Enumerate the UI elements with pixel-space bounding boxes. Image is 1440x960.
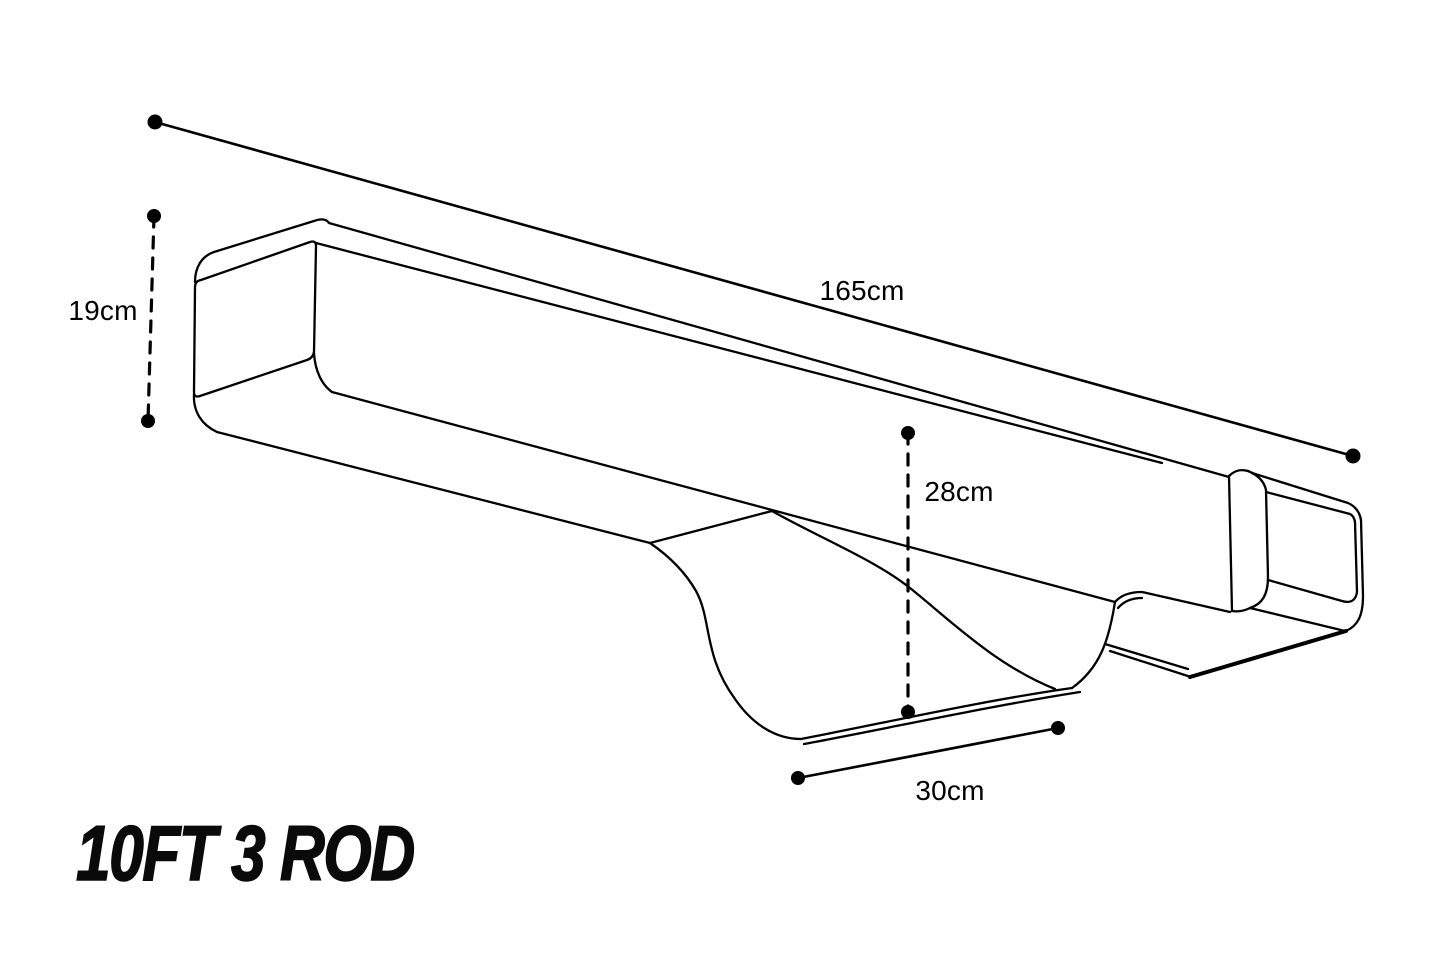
box-corner-band-bottom-arc — [1230, 606, 1252, 613]
box-top-outer-edge — [1250, 471, 1363, 522]
end-height-dimension-label: 19cm — [68, 295, 138, 326]
box-bottom-crease — [1248, 606, 1347, 633]
box-corner-band-outer — [1227, 474, 1234, 613]
bottom-strip-upper — [1103, 642, 1190, 671]
pouch-width-dimension-label: 30cm — [915, 775, 985, 806]
product-title: 10FT 3 ROD — [75, 809, 415, 897]
pouch-hump-arc-inner — [1116, 596, 1144, 610]
end-cap-bottom-arc — [192, 392, 219, 434]
dimension-line-length — [147, 114, 1361, 464]
pouch-hump-arc — [1113, 590, 1144, 604]
pouch-left-curve — [648, 541, 803, 741]
dimension-endpoint-dot — [901, 426, 915, 440]
tube-bottom-edge-right — [1140, 590, 1232, 614]
end-cap-top-arc — [193, 250, 216, 284]
dimension-endpoint-dot — [147, 114, 163, 130]
pouch-bottom-edge-lower — [802, 690, 1082, 746]
length-dimension-label: 165cm — [819, 275, 905, 306]
box-right-outer-edge — [1344, 518, 1365, 633]
box-right-inner-edge — [1353, 520, 1359, 594]
box-corner-band-top-arc — [1227, 468, 1250, 478]
dimension-endpoint-dot — [791, 771, 805, 785]
holdall-pouch — [648, 509, 1232, 746]
dimension-line-end-height — [141, 209, 161, 428]
dimension-line-pouch-width — [791, 721, 1065, 785]
end-cap-front-corner-arc — [312, 351, 334, 394]
pouch-right-curve — [1070, 600, 1117, 690]
pouch-fold-edge — [648, 509, 774, 545]
end-cap-face — [192, 240, 318, 398]
dimension-endpoint-dot — [141, 414, 155, 428]
bottom-strip-lower — [1108, 649, 1193, 679]
holdall-right-end-box — [1188, 468, 1365, 679]
holdall-main-tube — [212, 218, 1231, 604]
holdall-left-end-cap — [192, 240, 334, 434]
dimension-endpoint-dot — [901, 705, 915, 719]
dimension-endpoint-dot — [147, 209, 161, 223]
tube-top-outer-edge — [212, 218, 1231, 479]
tube-bottom-outer-edge — [215, 430, 652, 545]
pouch-drop-dimension-label: 28cm — [924, 476, 994, 507]
tube-bottom-front-edge — [330, 390, 1117, 604]
pouch-inner-curve — [770, 509, 1057, 691]
box-front-bottom-edge — [1266, 578, 1359, 603]
dimension-endpoint-dot — [1345, 448, 1361, 464]
pouch-bottom-edge — [799, 686, 1074, 741]
dimension-endpoint-dot — [1051, 721, 1065, 735]
tube-top-inner-edge — [314, 241, 1164, 465]
box-top-inner-edge — [1264, 490, 1357, 524]
box-bottom-outer-edge — [1188, 629, 1348, 679]
dimension-line-pouch-drop — [901, 426, 915, 719]
